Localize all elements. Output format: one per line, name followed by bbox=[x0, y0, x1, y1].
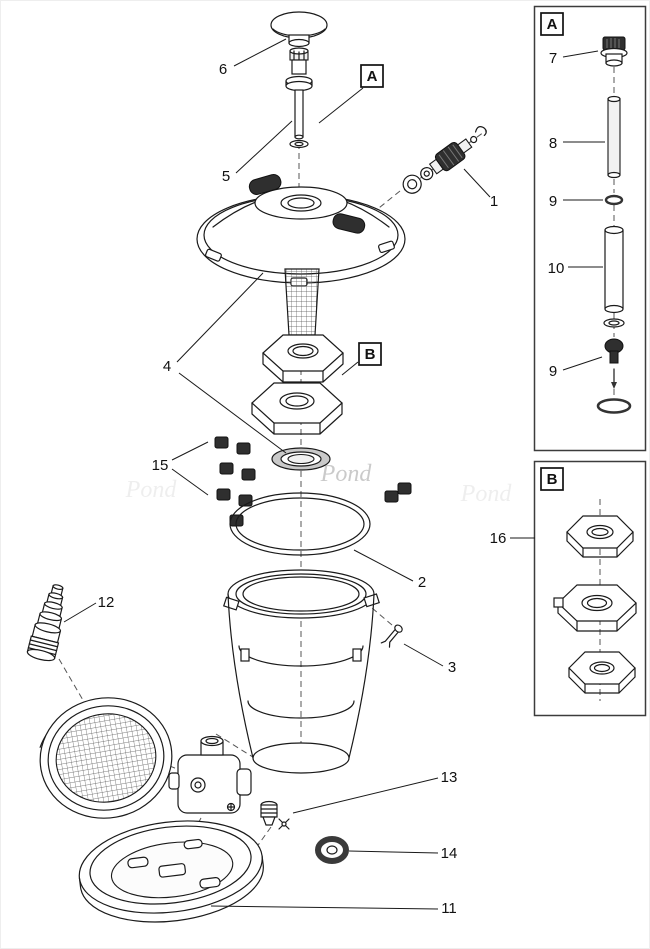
part-callout-1: 1 bbox=[463, 168, 498, 210]
part-4-dome-lid bbox=[196, 174, 406, 336]
part-13-fitting bbox=[260, 800, 290, 830]
part-callout-6: 6 bbox=[219, 38, 287, 78]
axis-fitting-tray bbox=[250, 826, 272, 856]
hex-nut-stack bbox=[251, 334, 344, 471]
part-16-hex-nuts bbox=[553, 515, 637, 694]
part-callout-12: 12 bbox=[63, 594, 115, 623]
part-label-14: 14 bbox=[441, 845, 458, 862]
axis-pump-canister bbox=[215, 733, 257, 760]
part-callout-13: 13 bbox=[292, 769, 458, 814]
part-callout-2: 2 bbox=[353, 549, 426, 591]
foam-strainer-disc bbox=[39, 697, 173, 819]
badge-a-main: A bbox=[367, 68, 378, 85]
callout-a-badge-main: A bbox=[318, 64, 384, 124]
detail-panel-b: B bbox=[533, 460, 647, 717]
part-9-grommet-lower bbox=[596, 318, 632, 414]
watermark-text-ghost-right: Pond bbox=[460, 481, 513, 507]
part-12-hose-adapter bbox=[26, 584, 64, 662]
part-14-grommet bbox=[315, 836, 349, 864]
part-label-6: 6 bbox=[219, 61, 227, 78]
part-callout-8: 8 bbox=[549, 135, 605, 152]
watermark-text: Pond bbox=[320, 461, 373, 487]
part-label-9-lower: 9 bbox=[549, 363, 557, 380]
part-callout-7: 7 bbox=[549, 50, 599, 67]
part-label-3: 3 bbox=[448, 659, 456, 676]
part-callout-9-lower: 9 bbox=[549, 356, 603, 380]
part-10-sleeve bbox=[604, 225, 624, 314]
badge-a-panel: A bbox=[547, 16, 558, 33]
part-label-2: 2 bbox=[418, 574, 426, 591]
detail-panel-a: A bbox=[533, 5, 647, 452]
pump-unit bbox=[168, 735, 252, 814]
part-7-uv-cap bbox=[600, 36, 628, 67]
part-label-15: 15 bbox=[152, 457, 169, 474]
part-label-4: 4 bbox=[163, 358, 171, 375]
part-8-quartz-tube bbox=[607, 95, 621, 179]
part-label-7: 7 bbox=[549, 50, 557, 67]
part-callout-11: 11 bbox=[210, 900, 457, 917]
part-9-oring-upper bbox=[604, 194, 624, 206]
part-5-indicator bbox=[285, 47, 313, 149]
part-label-16: 16 bbox=[490, 530, 507, 547]
part-6-cap bbox=[270, 11, 328, 48]
part-label-5: 5 bbox=[222, 168, 230, 185]
watermark: Pond Pond Pond bbox=[125, 461, 513, 507]
part-11-tray bbox=[78, 820, 264, 923]
badge-b-main: B bbox=[365, 346, 376, 363]
watermark-text-ghost-left: Pond bbox=[125, 477, 178, 503]
part-label-10: 10 bbox=[548, 260, 565, 277]
part-label-1: 1 bbox=[490, 193, 498, 210]
callout-b-badge-main: B bbox=[341, 342, 382, 376]
part-callout-16: 16 bbox=[490, 530, 535, 547]
part-callout-3: 3 bbox=[403, 643, 456, 676]
part-label-12: 12 bbox=[98, 594, 115, 611]
part-callout-14: 14 bbox=[348, 845, 458, 862]
axis-adapter bbox=[58, 658, 88, 708]
badge-b-panel: B bbox=[547, 471, 558, 488]
part-label-11: 11 bbox=[441, 900, 457, 917]
strainer-tube bbox=[284, 268, 320, 336]
part-label-9-upper: 9 bbox=[549, 193, 557, 210]
part-label-13: 13 bbox=[441, 769, 458, 786]
part-callout-4: 4 bbox=[163, 272, 287, 454]
part-3-clip bbox=[380, 624, 403, 648]
part-1-rotor-assembly bbox=[402, 126, 487, 194]
part-callout-5: 5 bbox=[222, 120, 293, 185]
part-callout-15: 15 bbox=[152, 441, 209, 496]
canister-body bbox=[222, 569, 380, 774]
part-callout-9-upper: 9 bbox=[549, 193, 603, 210]
axis-clip bbox=[371, 607, 393, 626]
part-callout-10: 10 bbox=[548, 260, 603, 277]
part-2-oring bbox=[229, 492, 371, 556]
part-label-8: 8 bbox=[549, 135, 557, 152]
